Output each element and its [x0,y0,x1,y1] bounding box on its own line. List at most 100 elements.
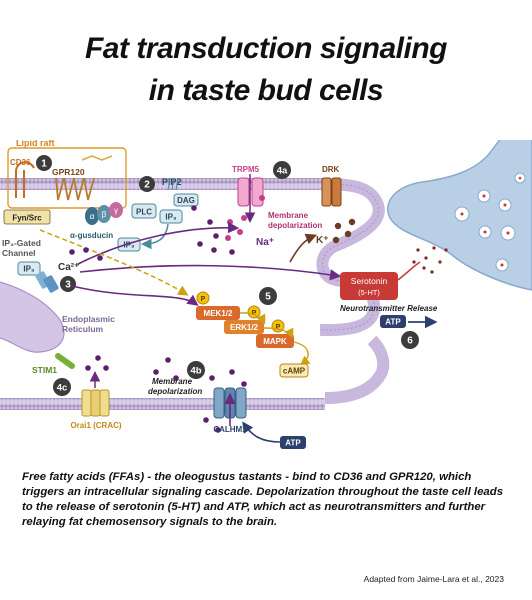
atp-label-release: ATP [385,318,401,327]
ca-to-calhm1-arrow [71,285,199,306]
svg-text:4c: 4c [57,383,68,394]
step-3-badge: 3 [60,276,76,292]
alpha-gusducin-label: α-gusducin [70,231,113,240]
svg-text:4a: 4a [277,166,288,177]
na-ions [225,195,265,241]
ca-ions [69,205,247,433]
k-efflux-arrow [289,233,317,263]
fyn-src-dashed-arrow [39,229,189,296]
ip3-gated-channel [35,271,59,293]
ip3-box-er [17,261,41,276]
fatty-acid [81,155,113,161]
plc-enzyme [131,203,157,219]
svg-text:1: 1 [41,159,47,170]
credit-line: Adapted from Jaime-Lara et al., 2023 [363,574,504,584]
svg-text:γ: γ [114,206,118,215]
pip2-label: PIP2 [162,177,182,187]
mek-label: MEK1/2 [204,309,233,318]
ip3-box-membrane [159,209,183,224]
g-protein: α β γ [85,202,123,225]
camp-box [279,363,309,378]
ip3-arrow [141,223,169,250]
calhm1-depol-label-2: depolarization [148,387,202,396]
title-line-2: in taste bud cells [148,74,384,107]
mapk-camp-arrow [293,341,311,366]
endoplasmic-reticulum [0,281,65,353]
step-4c-badge: 4c [53,378,71,396]
nt-release-label: Neurotransmitter Release [340,304,438,313]
ca-label: Ca²⁺ [58,262,79,273]
figure-caption: Free fatty acids (FFAs) - the oleogustus… [22,471,504,528]
serotonin-release-arrow [397,261,421,281]
p-phosphate-1: P [196,291,210,305]
stim1-protein [55,353,75,369]
ca-to-trpm5-arrow [77,222,240,265]
fyn-src-kinase [3,209,51,225]
vesicles [454,172,526,272]
er-label-2: Reticulum [62,324,104,334]
svg-text:P: P [276,324,281,331]
ip3-label-3: IP₃ [23,265,35,274]
pip2-tails [167,177,179,191]
erk-mapk-arrow [263,327,294,339]
dag-label: DAG [177,196,195,205]
svg-text:P: P [201,296,206,303]
released-serotonin [412,246,448,274]
lipid-raft [7,147,127,209]
signaling-diagram: Lipid raft CD36 GPR120 1 Fyn/Src α β γ α… [0,140,532,449]
erk-box [224,320,264,334]
calhm1-depol-label-1: Membrane [152,377,193,386]
calhm1-label: CALHM1 [213,425,247,434]
serotonin-box [340,272,398,300]
mek-erk-arrow [239,312,266,325]
er-label-1: Endoplasmic [62,314,115,324]
erk-label: ERK1/2 [230,323,259,332]
camp-label: cAMP [283,367,306,376]
plc-label: PLC [136,208,152,217]
svg-text:β: β [102,210,107,219]
gpr120-receptor [55,177,95,201]
ip3-channel-label-2: Channel [2,248,36,258]
serotonin-label-1: Serotonin [351,276,388,286]
step-4b-badge: 4b [187,361,205,379]
atp-calhm1-arrow [242,421,281,443]
gpr120-label: GPR120 [52,167,85,177]
atp-box-release [380,315,406,328]
step-1-badge: 1 [36,155,52,171]
k-ions [332,218,356,244]
orai1-channel [81,389,110,417]
drk-channel [321,177,342,207]
ip3-channel-label-1: IP₃-Gated [2,238,41,248]
svg-text:2: 2 [144,180,150,191]
membrane-depol-label-1: Membrane [268,211,309,220]
orai1-label: Orai1 (CRAC) [70,421,121,430]
na-label: Na⁺ [256,237,274,248]
serotonin-label-2: (5-HT) [358,288,380,297]
svg-text:4b: 4b [190,366,201,377]
dag-box [173,193,199,207]
svg-text:3: 3 [65,280,71,291]
k-label: K⁺ [316,235,329,246]
ip3-label-2: IP₃ [123,241,135,250]
step-5-badge: 5 [259,287,277,305]
stim1-label: STIM1 [32,365,57,375]
atp-box-calhm1 [280,436,306,449]
step-4a-badge: 4a [273,161,291,179]
svg-text:P: P [252,310,257,317]
ip3-label-1: IP₃ [165,213,177,222]
lipid-raft-label: Lipid raft [16,140,55,148]
step-2-badge: 2 [139,176,155,192]
svg-text:α: α [90,212,95,221]
ca-to-release-arrow [79,264,342,281]
trpm5-label: TRPM5 [232,165,260,174]
mapk-label: MAPK [263,337,287,346]
mek-box [196,306,240,320]
step-6-badge: 6 [401,331,419,349]
drk-label: DRK [322,165,340,174]
atp-label-calhm1: ATP [285,439,301,448]
fyn-src-label: Fyn/Src [12,214,42,223]
membrane-depol-label-2: depolarization [268,221,322,230]
cd36-receptor [15,161,35,198]
svg-text:6: 6 [407,336,413,347]
title-line-1: Fat transduction signaling [84,32,448,65]
